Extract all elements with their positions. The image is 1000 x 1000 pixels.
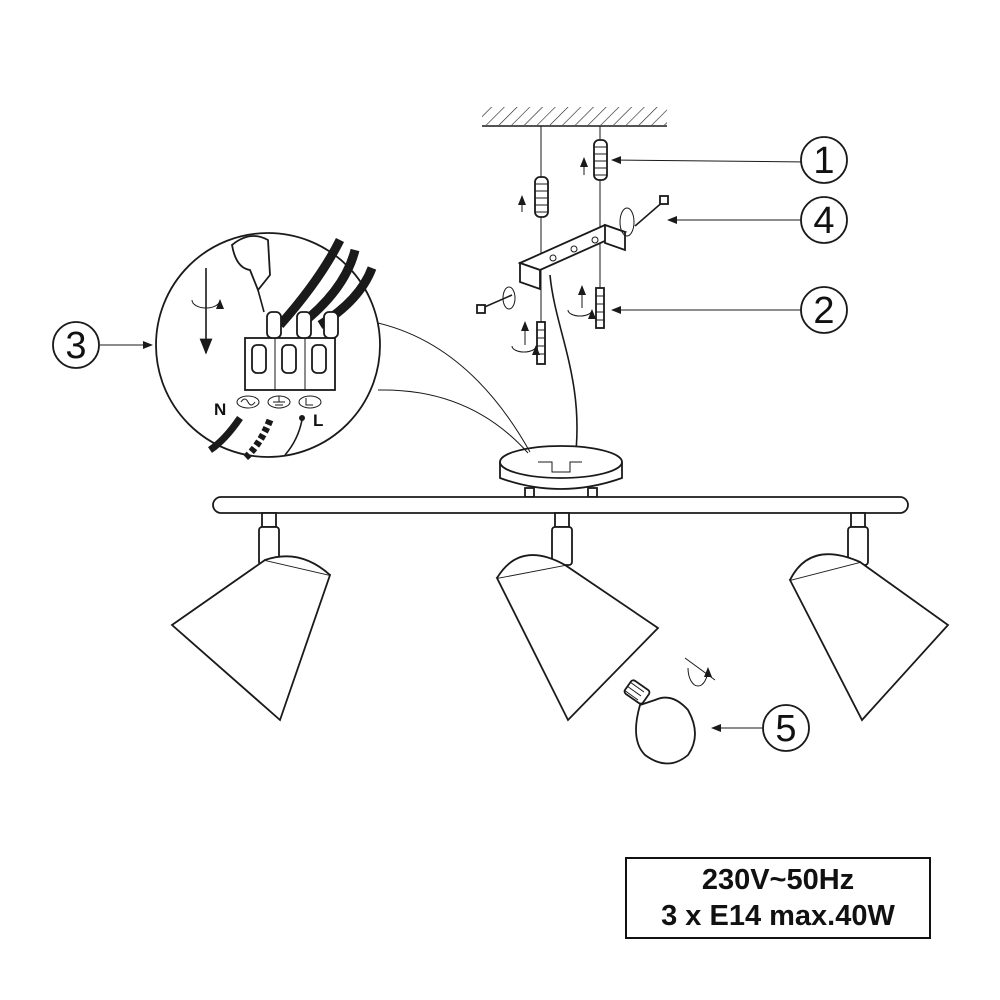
spec-voltage: 230V~50Hz: [701, 864, 855, 896]
callout-2-circle: [800, 286, 848, 334]
neutral-terminal-label: N: [214, 400, 226, 419]
spot-lamp-right: [788, 512, 950, 722]
screw-icon: [567, 285, 605, 329]
canopy-icon: [499, 445, 623, 498]
callout-2-label: 2: [813, 290, 834, 332]
screw-icon: [476, 286, 516, 314]
magnifier-pointer-line: [377, 389, 529, 454]
mounting-bracket-icon: [517, 223, 628, 291]
lamp-bar: [212, 496, 909, 514]
ceiling-hatch: [482, 107, 667, 127]
wall-plug-icon: [518, 176, 549, 218]
wall-plug-icon: [580, 139, 608, 181]
spec-bulbs: 3 x E14 max.40W: [661, 900, 895, 932]
callout-5-circle: [762, 704, 810, 752]
live-symbol-icon: [298, 395, 322, 409]
live-terminal-label: L: [313, 411, 323, 430]
e14-bulb-icon: [623, 679, 696, 765]
rotation-arrow-icon: [687, 667, 712, 687]
screw-icon: [619, 195, 669, 237]
magnifier-pointer-line: [377, 322, 531, 453]
callout-4-circle: [800, 196, 848, 244]
screw-icon: [511, 321, 546, 365]
callout-4-label: 4: [813, 200, 834, 242]
lamp-shade-icon: [170, 559, 332, 722]
callout-5-label: 5: [775, 708, 796, 750]
neutral-symbol-icon: [236, 395, 260, 409]
spot-lamp-left: [170, 512, 332, 722]
power-cable: [549, 274, 578, 461]
wiring-detail-magnifier: N L: [155, 232, 381, 461]
callout-3-label: 3: [65, 325, 86, 367]
terminal-block-icon: [244, 311, 339, 391]
spot-lamp-center: [495, 512, 660, 722]
callout-3-circle: [52, 321, 100, 369]
lamp-shade-icon: [788, 561, 950, 722]
spec-box: 230V~50Hz 3 x E14 max.40W: [625, 857, 931, 939]
callout-1-circle: [800, 136, 848, 184]
callout-1-label: 1: [813, 140, 834, 182]
hand-screwdriver-icon: [231, 235, 271, 292]
